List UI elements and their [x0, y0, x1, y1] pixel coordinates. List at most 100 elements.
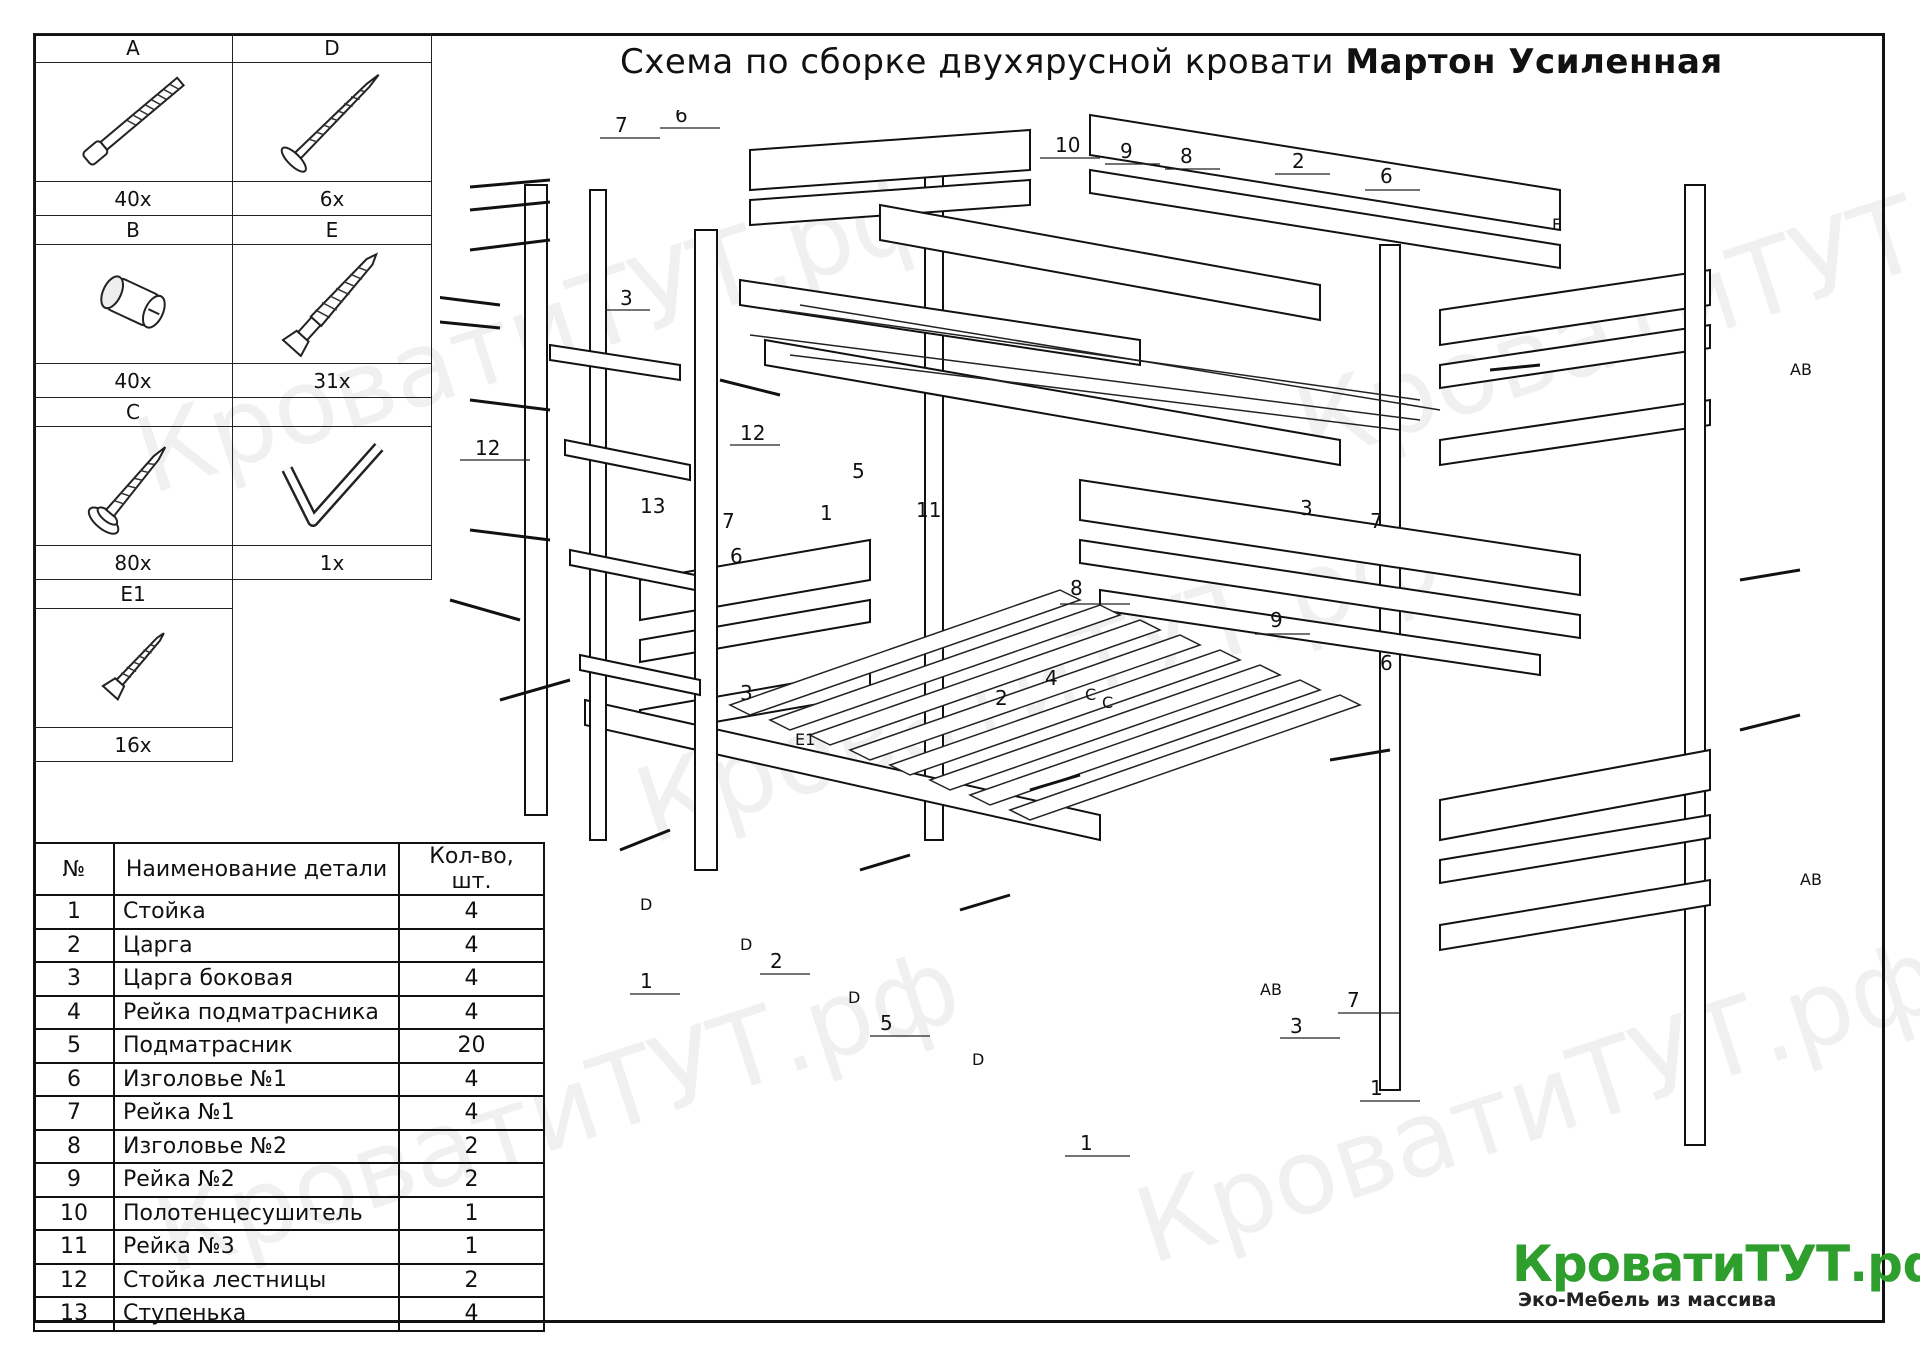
rail-1 [1439, 323, 1711, 390]
hardware-qty: 31x [232, 363, 432, 398]
step [579, 653, 701, 697]
ladder-post [694, 229, 718, 871]
side-rail [764, 338, 1341, 467]
part-label: 11 [916, 498, 941, 522]
part-label: 6 [730, 544, 743, 568]
hardware-code: E1 [33, 579, 233, 609]
part-label: 6 [1380, 651, 1393, 675]
page-title: Схема по сборке двухярусной кровати Март… [620, 42, 1723, 82]
part-label: 1 [1370, 1076, 1383, 1100]
part-label: 1 [820, 501, 833, 525]
ladder-post [524, 184, 548, 816]
hardware-code: D [232, 33, 432, 63]
part-label: 12 [475, 436, 500, 460]
column-header: Наименование детали [113, 842, 400, 896]
hardware-qty: 40x [33, 181, 233, 216]
rail-2 [1089, 168, 1561, 270]
hardware-code: C [33, 397, 233, 427]
part-label: 5 [852, 459, 865, 483]
fastener-label: D [740, 935, 752, 954]
wood-screw-icon [232, 62, 432, 182]
table-header-row: № Наименование детали Кол-во, шт. [33, 842, 545, 896]
allen-key-icon [232, 426, 432, 546]
fasteners [440, 178, 1801, 912]
rail-1 [1439, 813, 1711, 885]
barrel-nut-icon [33, 244, 233, 364]
fastener-label: E [1552, 215, 1562, 234]
rail-2 [1079, 538, 1581, 640]
side-rail [1439, 398, 1711, 467]
column-header: Кол-во, шт. [398, 842, 545, 896]
column-header: № [33, 842, 115, 896]
part-label: 9 [1270, 608, 1283, 632]
part-label: 10 [1055, 133, 1080, 157]
headboard-2 [1089, 113, 1561, 232]
step [569, 548, 696, 592]
headboard-1 [1439, 748, 1711, 842]
fastener-label: C [1102, 693, 1113, 712]
hardware-qty: 40x [33, 363, 233, 398]
rail-1 [749, 178, 1031, 227]
post [1379, 244, 1401, 1091]
step [549, 343, 681, 382]
mattress-rail [1099, 588, 1541, 677]
step [564, 438, 691, 482]
hardware-code: B [33, 215, 233, 245]
fastener-label: AB [1800, 870, 1822, 889]
part-label: 7 [722, 509, 735, 533]
fastener-label: E1 [795, 730, 815, 749]
hardware-code: A [33, 33, 233, 63]
fastener-label: D [848, 988, 860, 1007]
washer-screw-icon [33, 426, 233, 546]
post [1684, 184, 1706, 1146]
fastener-label: D [972, 1050, 984, 1069]
fastener-label: AB [1790, 360, 1812, 379]
brand-name: КроватиТУТ.рф [1512, 1235, 1920, 1293]
hardware-qty: 80x [33, 545, 233, 580]
hex-bolt-icon [33, 62, 233, 182]
part-label: 5 [880, 1011, 893, 1035]
hardware-table: A D 40x 6x B [33, 33, 432, 762]
part-label: 12 [740, 421, 765, 445]
part-label: 6 [675, 110, 688, 127]
part-label: 7 [1370, 509, 1383, 533]
part-label: 3 [1290, 1014, 1303, 1038]
part-label: 3 [740, 681, 753, 705]
part-label: 2 [995, 686, 1008, 710]
post [589, 189, 607, 841]
part-label: 4 [1045, 666, 1058, 690]
hardware-qty: 6x [232, 181, 432, 216]
brand-tagline: Эко-Мебель из массива [1518, 1289, 1777, 1311]
part-label: 1 [1080, 1131, 1093, 1155]
part-label: 2 [770, 949, 783, 973]
part-label: 7 [615, 113, 628, 137]
lower-slats [728, 589, 1362, 821]
hardware-code: E [232, 215, 432, 245]
part-label: 3 [620, 286, 633, 310]
bunk-bed-assembly-diagram: 7 6 10 9 8 2 6 3 12 12 5 11 1 13 7 6 3 7… [440, 110, 1822, 1157]
fastener-label: C [1085, 685, 1096, 704]
part-label: 8 [1070, 576, 1083, 600]
headboard-1 [749, 128, 1031, 192]
part-label: 2 [1292, 149, 1305, 173]
headboard-1 [1439, 268, 1711, 347]
hardware-qty: 1x [232, 545, 432, 580]
part-label: 6 [1380, 164, 1393, 188]
towel-rail [879, 203, 1321, 322]
headboard-2 [1079, 478, 1581, 597]
hardware-qty: 16x [33, 727, 233, 762]
upper-slats [749, 304, 1441, 431]
leader-lines [460, 127, 1420, 1157]
